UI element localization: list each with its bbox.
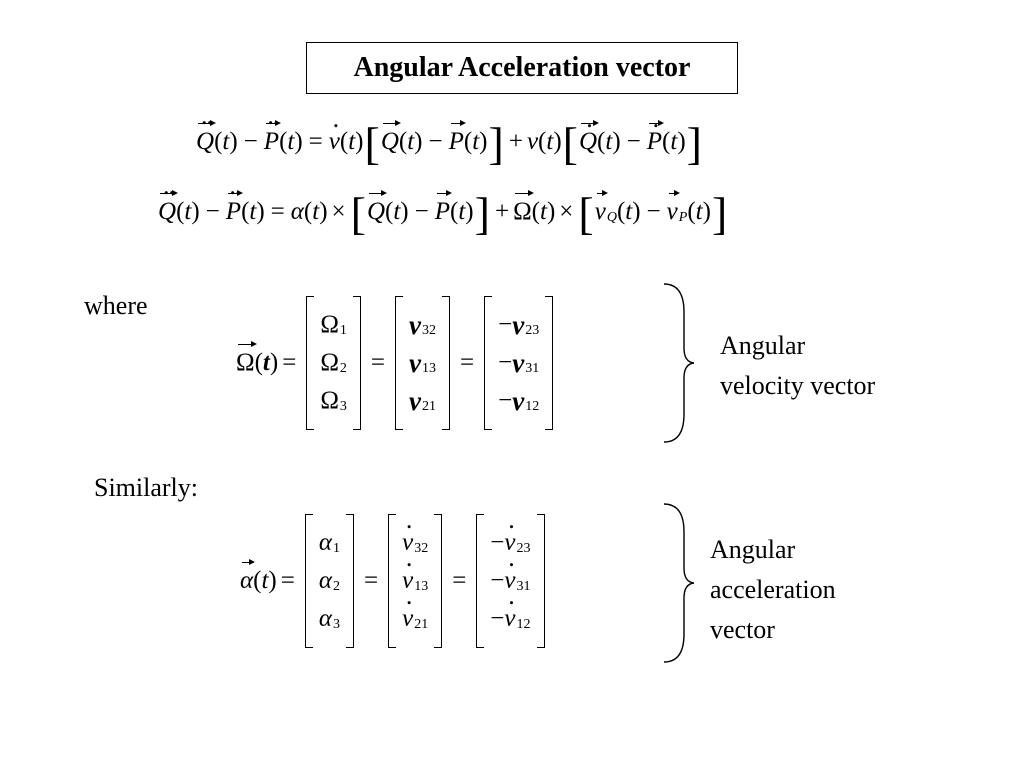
right-brace-2 (663, 503, 695, 663)
nu-dot-matrix: ν32 ν13 ν21 (388, 505, 443, 648)
alpha-equation: α(t) = α1 α2 α3 = ν32 ν13 ν21 = − ν23 − … (240, 505, 551, 648)
angular-velocity-label: Angular velocity vector (720, 331, 876, 400)
neg-nu-dot-matrix: − ν23 − ν31 − ν12 (476, 505, 545, 648)
equation-2: Q(t) − P(t) = α(t) × [ Q(t) − P(t) ] + Ω… (158, 171, 728, 237)
equation-1: Q(t) − P(t) = ν(t) [ Q(t) − P(t) ] + ν(t… (196, 101, 703, 167)
page-title: Angular Acceleration vector (353, 52, 691, 83)
where-label: where (84, 291, 148, 320)
title-box: Angular Acceleration vector (306, 42, 738, 94)
angular-acceleration-label: Angular acceleration vector (710, 535, 836, 644)
similarly-label: Similarly: (94, 473, 198, 502)
right-brace-1 (663, 283, 695, 443)
